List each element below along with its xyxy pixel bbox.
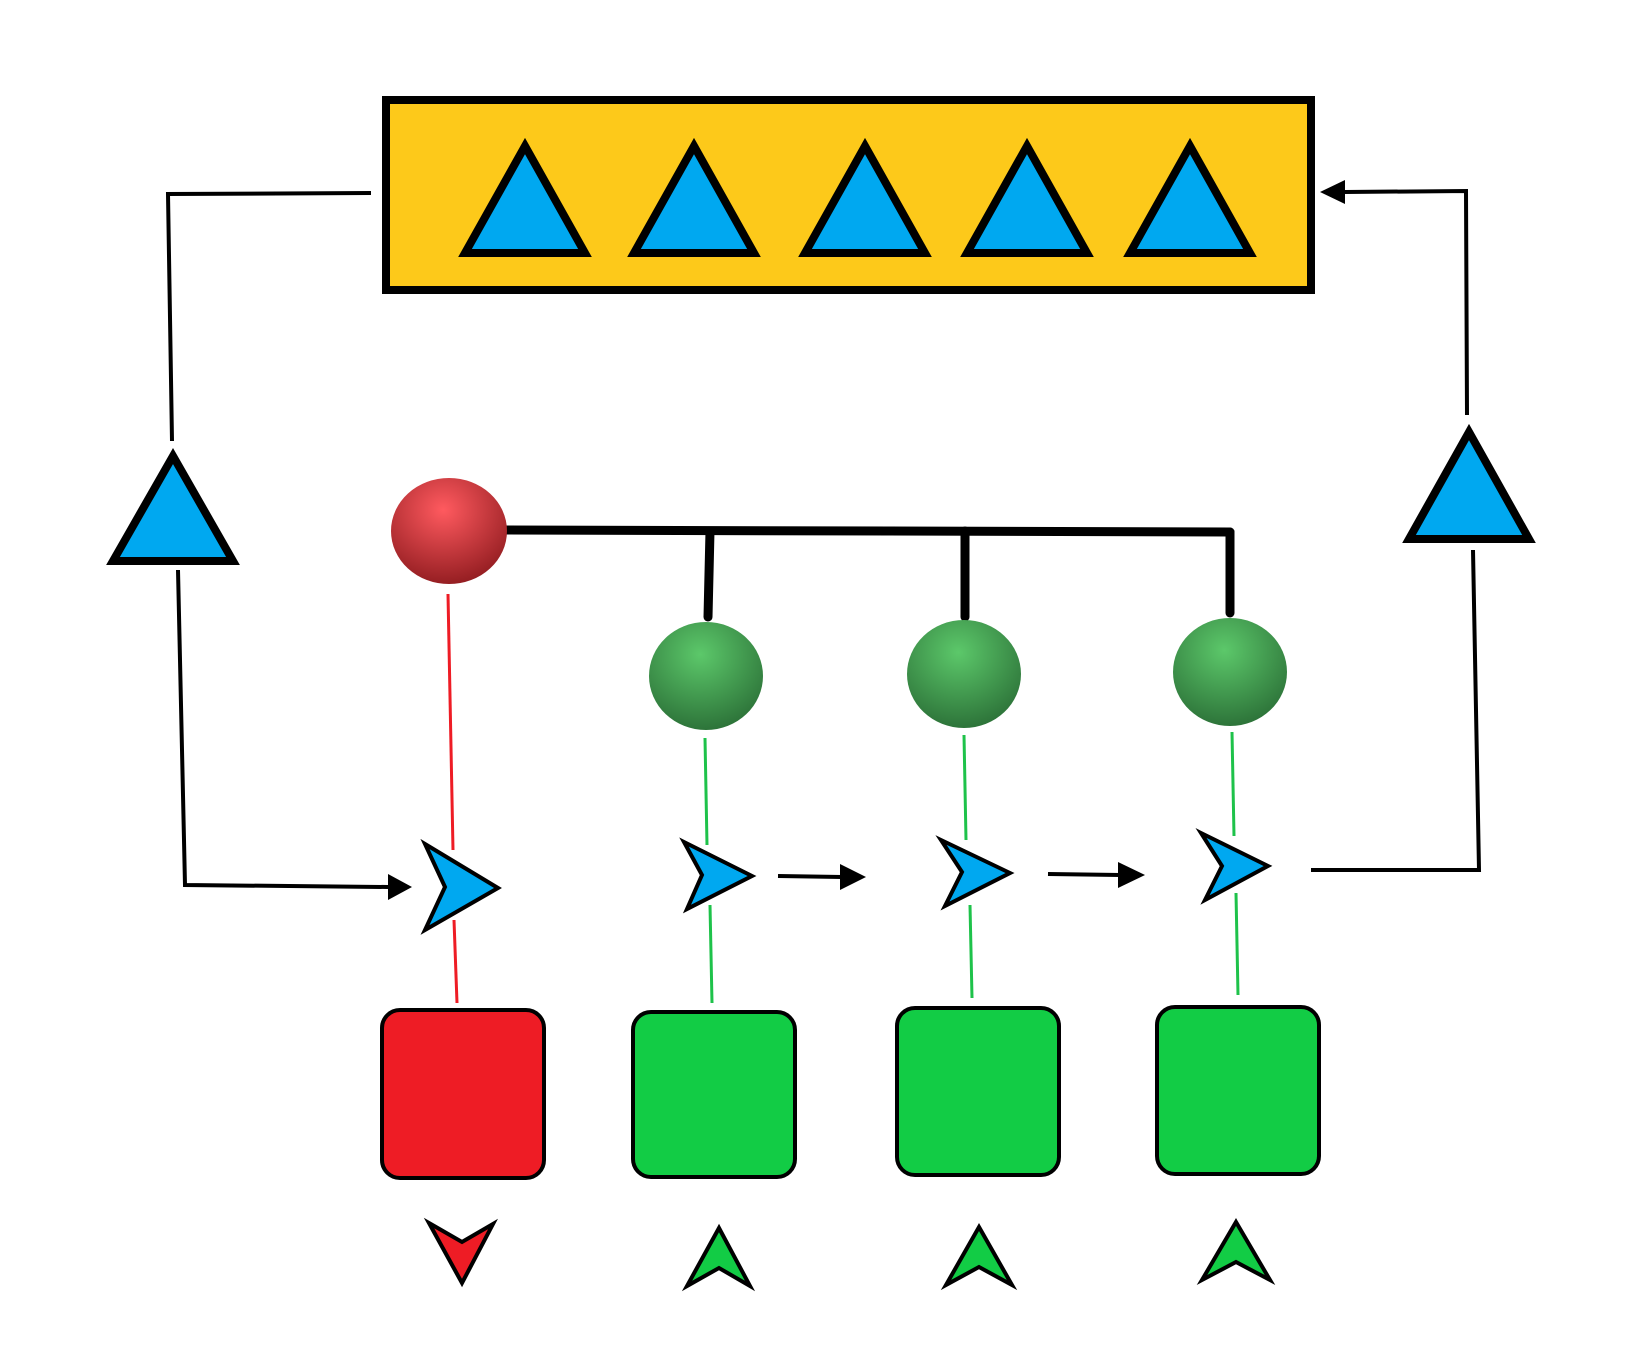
feedback-loop-right bbox=[1311, 188, 1482, 872]
bus-horizontal-line bbox=[500, 525, 1235, 537]
red-node bbox=[391, 478, 507, 584]
arrow-right-icon bbox=[840, 864, 866, 890]
green-state-square-2 bbox=[895, 1006, 1061, 1177]
chevron-right-icon bbox=[420, 838, 502, 935]
buffer-box bbox=[382, 96, 1315, 294]
chevron-right-icon bbox=[935, 835, 1015, 911]
red-state-square bbox=[380, 1008, 546, 1180]
feedback-loop-left bbox=[165, 191, 389, 889]
left-loop-lower-line bbox=[176, 569, 389, 889]
green-node-1 bbox=[649, 622, 763, 730]
up-arrow-icon bbox=[1196, 1218, 1276, 1286]
outcome-arrows bbox=[423, 1217, 1276, 1292]
green-connector-bottom-3 bbox=[1234, 892, 1240, 996]
up-arrow-icon bbox=[681, 1223, 756, 1292]
down-arrow-icon bbox=[423, 1217, 498, 1288]
bus-drop-1 bbox=[703, 526, 715, 622]
green-node-3 bbox=[1173, 618, 1287, 726]
green-node-2 bbox=[907, 620, 1021, 728]
arrow-right-icon bbox=[1118, 862, 1145, 888]
green-connector-top-3 bbox=[1230, 731, 1236, 837]
sequence-arrow-line-2 bbox=[1047, 872, 1121, 877]
green-state-square-1 bbox=[631, 1010, 797, 1179]
green-connector-bottom-2 bbox=[968, 904, 974, 999]
buffer-triangle-icon bbox=[627, 137, 761, 257]
buffer-triangle-icon bbox=[960, 137, 1094, 257]
left-loop-upper-line bbox=[165, 191, 372, 442]
right-loop-lower-line bbox=[1311, 549, 1482, 872]
right-loop-triangle-icon bbox=[1402, 423, 1536, 543]
buffer-triangle-icon bbox=[458, 137, 592, 257]
chevron-right-icon bbox=[1195, 828, 1273, 905]
right-loop-upper-line bbox=[1344, 188, 1469, 416]
green-state-square-3 bbox=[1155, 1005, 1321, 1176]
sequence-arrows bbox=[777, 862, 1145, 890]
sequence-arrow-line-1 bbox=[777, 874, 843, 879]
green-connector-top-1 bbox=[703, 737, 709, 846]
left-loop-triangle-icon bbox=[106, 447, 240, 565]
chevron-right-icon bbox=[679, 837, 757, 914]
buffer-triangles bbox=[458, 137, 1257, 257]
right-loop-arrowhead-icon bbox=[1320, 180, 1345, 204]
buffer-triangle-icon bbox=[798, 137, 932, 257]
green-connector-bottom-1 bbox=[708, 904, 714, 1004]
node-bus bbox=[500, 525, 1235, 622]
column-connectors bbox=[446, 593, 1240, 1004]
up-arrow-icon bbox=[940, 1222, 1018, 1291]
red-connector-top bbox=[446, 593, 455, 851]
buffer-triangle-icon bbox=[1123, 137, 1257, 257]
red-connector-bottom bbox=[452, 919, 459, 1004]
green-connector-top-2 bbox=[962, 734, 968, 841]
chevrons bbox=[420, 828, 1273, 935]
left-loop-arrowhead-icon bbox=[388, 874, 412, 900]
state-squares bbox=[380, 1005, 1321, 1180]
